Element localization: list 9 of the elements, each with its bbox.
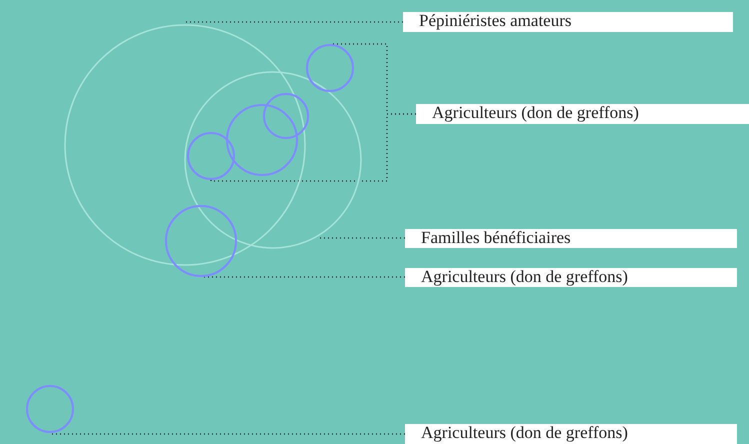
category-label: Agriculteurs (don de greffons) xyxy=(405,424,737,444)
leader-line xyxy=(317,236,405,239)
leader-line xyxy=(210,113,416,182)
leader-line xyxy=(49,432,405,435)
category-label: Agriculteurs (don de greffons) xyxy=(416,104,749,124)
category-label: Familles bénéficiaires xyxy=(405,229,737,248)
category-label: Agriculteurs (don de greffons) xyxy=(405,268,737,287)
leader-line xyxy=(184,21,403,24)
category-label: Pépiniéristes amateurs xyxy=(403,12,733,32)
